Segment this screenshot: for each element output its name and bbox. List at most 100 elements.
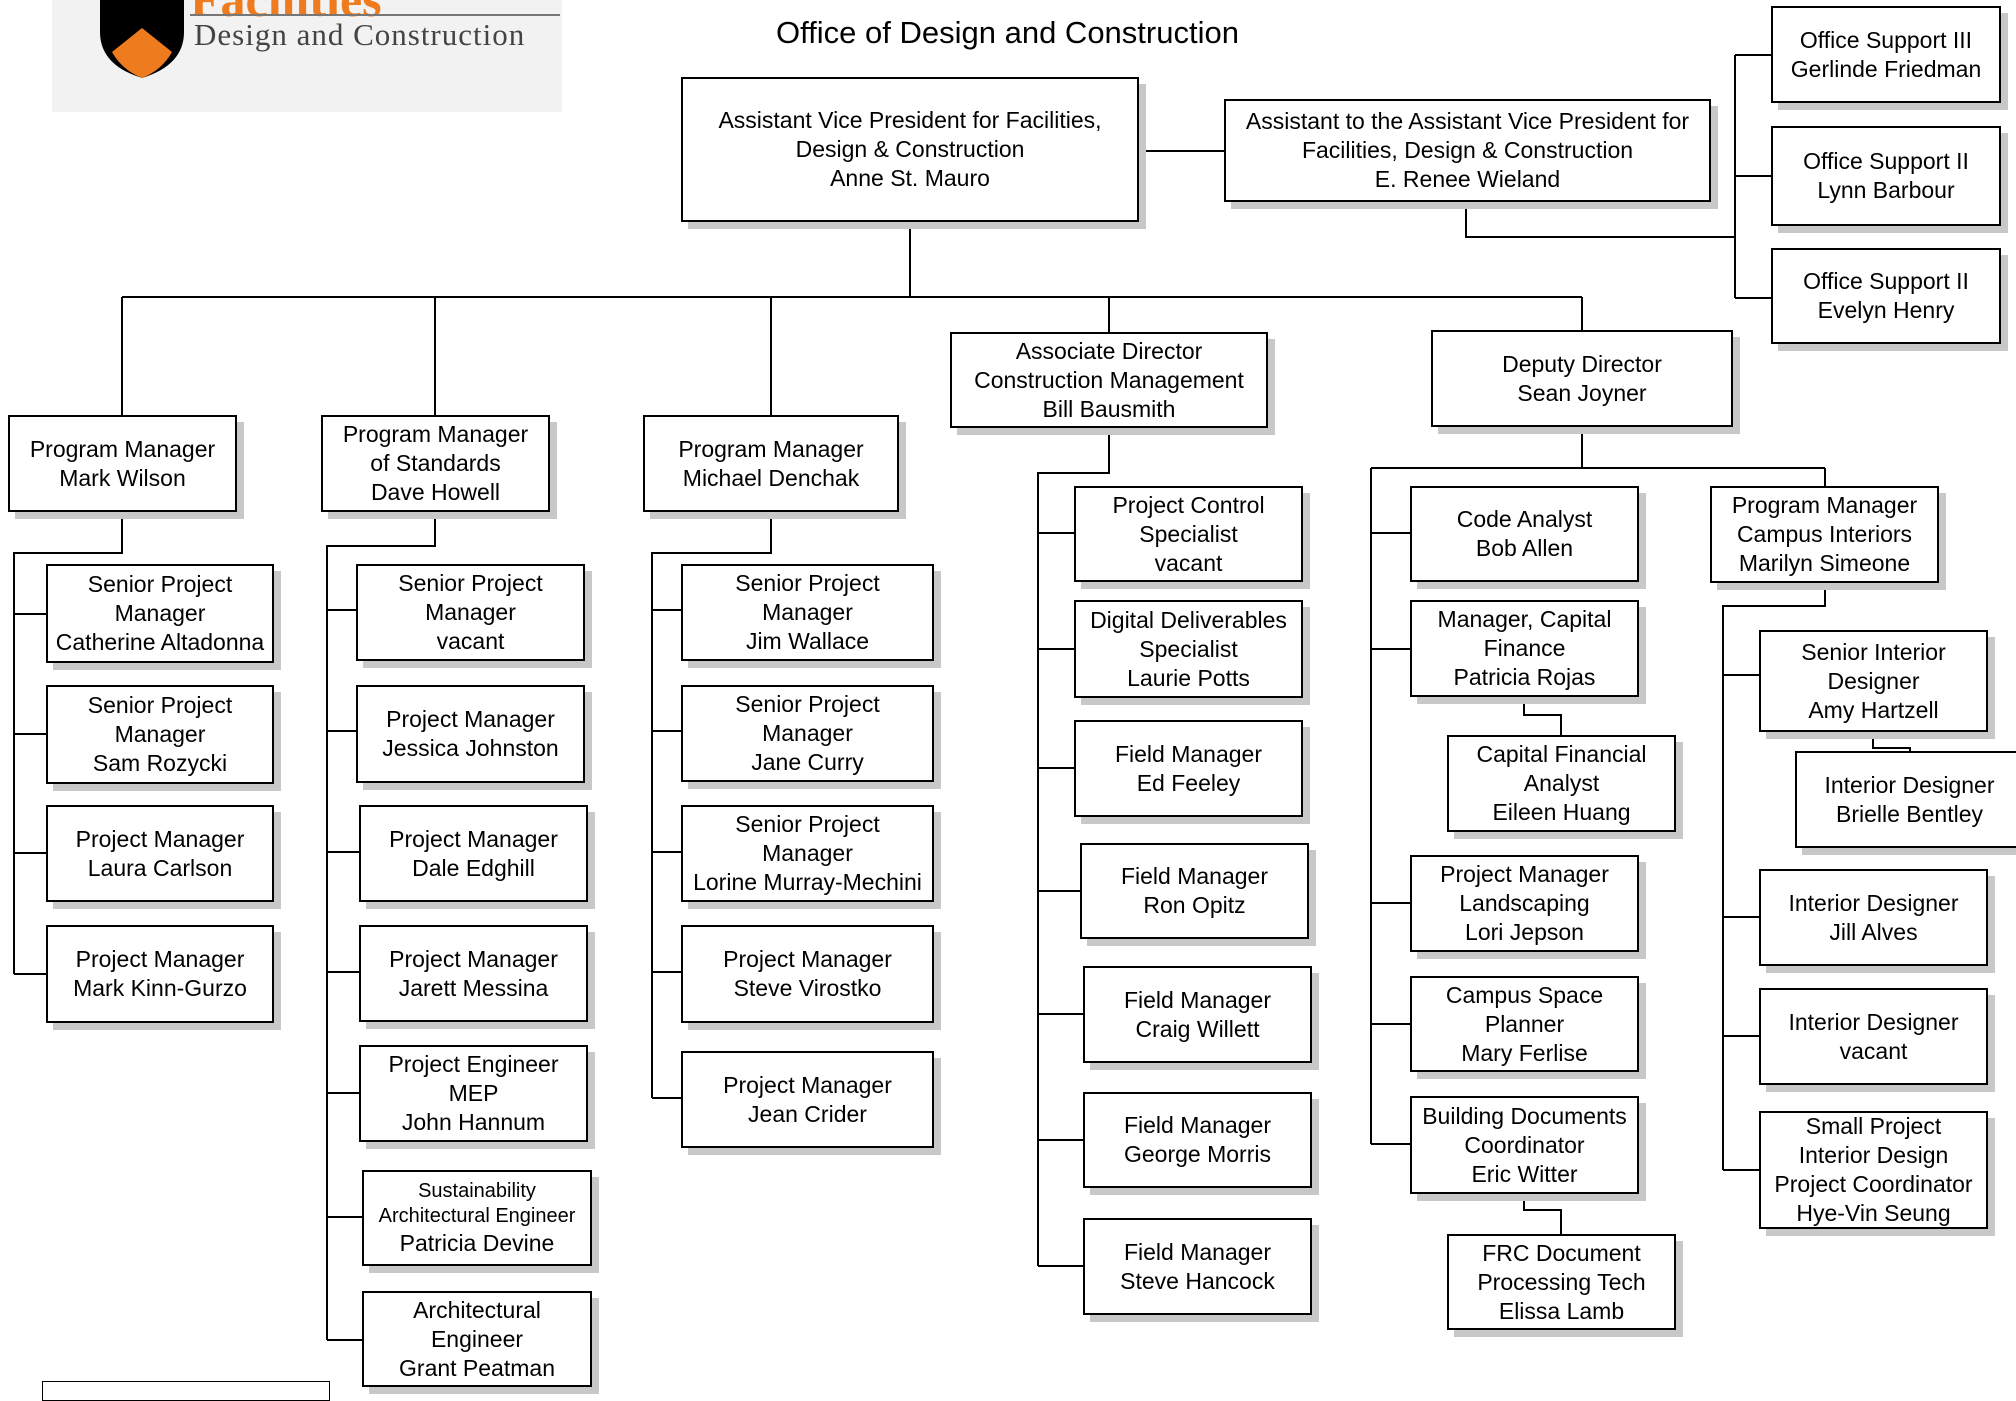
person-name: Evelyn Henry — [1817, 297, 1955, 323]
person-name: Craig Willett — [1135, 1015, 1260, 1042]
person-name: Eric Witter — [1471, 1160, 1578, 1187]
org-box-assistant: Assistant to the Assistant Vice Presiden… — [1224, 99, 1711, 202]
person-name: Jill Alves — [1829, 918, 1918, 945]
position-title-line: Code Analyst — [1456, 506, 1593, 532]
person-name: Eileen Huang — [1492, 799, 1631, 825]
person-name: George Morris — [1124, 1141, 1271, 1167]
person-name: Grant Peatman — [399, 1354, 555, 1381]
position-title-line: Project Engineer — [388, 1051, 559, 1077]
position-title-line: of Standards — [370, 450, 501, 476]
position-title-line: MEP — [448, 1080, 499, 1106]
position-title-line: Office Support II — [1803, 268, 1969, 294]
person-name: Jarett Messina — [398, 974, 549, 1001]
position-title-line: Senior Project — [398, 570, 543, 596]
person-name: vacant — [1154, 549, 1223, 576]
position-title-line: Senior Project — [735, 811, 880, 837]
position-title-line: Project Manager — [75, 825, 245, 852]
position-title-line: Architectural — [413, 1296, 541, 1323]
position-title-line: Project Manager — [723, 1071, 892, 1098]
position-title-line: Manager — [762, 720, 853, 746]
princeton-shield-icon — [100, 0, 184, 78]
position-title-line: Senior Project — [87, 692, 233, 718]
position-title-line: Program Manager — [29, 435, 216, 462]
person-name: Mark Kinn-Gurzo — [73, 975, 247, 1001]
person-name: Bill Bausmith — [1042, 395, 1176, 422]
person-name: Gerlinde Friedman — [1790, 55, 1982, 82]
org-box-os2a: Office Support II Lynn Barbour — [1771, 126, 2001, 226]
person-name: Lynn Barbour — [1817, 177, 1955, 203]
logo-subtitle: Design and Construction — [194, 17, 526, 52]
position-title-line: Construction Management — [974, 366, 1244, 393]
person-name: Anne St. Mauro — [830, 165, 990, 191]
position-title-line: Campus Interiors — [1736, 521, 1913, 547]
position-title-line: Campus Space — [1445, 981, 1604, 1008]
person-name: John Hannum — [401, 1109, 546, 1135]
person-name: Hye-Vin Seung — [1796, 1200, 1951, 1226]
position-title-line: Sustainability — [418, 1179, 536, 1202]
person-name: Mark Wilson — [59, 464, 186, 491]
org-box-avp: Assistant Vice President for Facilities,… — [681, 77, 1139, 222]
position-title-line: Coordinator — [1464, 1131, 1585, 1158]
person-name: Laura Carlson — [87, 854, 233, 881]
position-title-line: Program Manager — [1731, 492, 1918, 518]
person-name: Jane Curry — [751, 749, 864, 775]
position-title-line: FRC Document — [1482, 1239, 1641, 1266]
position-title-line: Project Manager — [75, 946, 245, 972]
logo-wordmark: Facilities — [190, 0, 382, 28]
person-name: Elissa Lamb — [1498, 1297, 1625, 1324]
person-name: Patricia Devine — [399, 1229, 555, 1256]
position-title-line: Project Manager — [386, 706, 555, 732]
position-title-line: Senior Project — [735, 570, 880, 596]
position-title-line: Interior Designer — [1824, 771, 1995, 798]
position-title-line: Program Manager — [342, 421, 529, 447]
person-name: Ron Opitz — [1143, 892, 1246, 918]
position-title-line: Office Support II — [1803, 148, 1969, 174]
position-title-line: Project Control — [1112, 491, 1265, 518]
position-title-line: Manager — [762, 599, 853, 625]
person-name: vacant — [1839, 1037, 1908, 1064]
position-title-line: Analyst — [1523, 770, 1600, 796]
position-title-line: Planner — [1484, 1010, 1565, 1037]
position-title-line: Project Manager — [389, 945, 558, 972]
position-title-line: Manager — [114, 600, 206, 626]
position-title-line: Field Manager — [1123, 1112, 1272, 1138]
position-title-line: Senior Interior — [1801, 638, 1946, 665]
position-title-line: Landscaping — [1459, 890, 1590, 916]
position-title-line: Small Project — [1805, 1113, 1942, 1139]
person-name: Steve Hancock — [1120, 1267, 1275, 1294]
position-title-line: Field Manager — [1114, 740, 1263, 767]
person-name: Dave Howell — [370, 479, 501, 505]
position-title-line: Field Manager — [1123, 1238, 1272, 1265]
person-name: Laurie Potts — [1127, 664, 1250, 691]
person-name: vacant — [436, 628, 505, 654]
position-title-line: Assistant Vice President for Facilities, — [718, 107, 1102, 133]
position-title-line: Program Manager — [678, 435, 864, 462]
